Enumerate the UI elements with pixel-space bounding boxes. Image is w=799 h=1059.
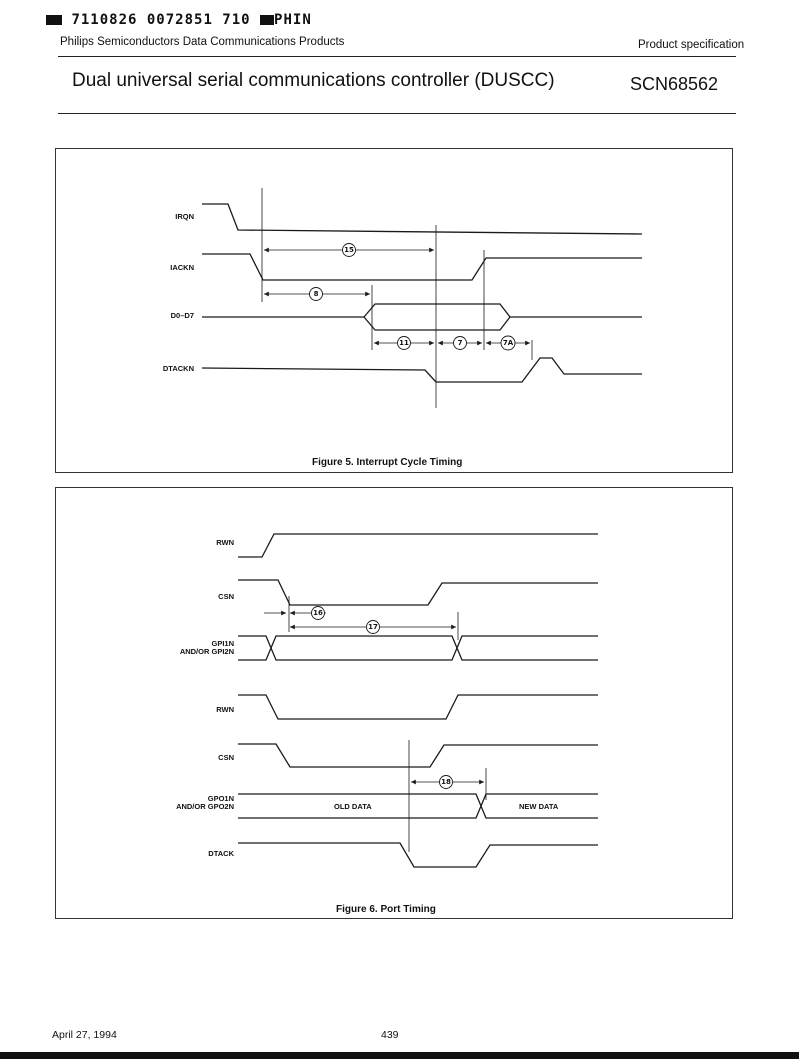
barcode-block-icon bbox=[260, 15, 275, 25]
signal-label-csn-read: CSN bbox=[218, 592, 234, 601]
waveform-gpi bbox=[238, 635, 598, 661]
figure5-caption: Figure 5. Interrupt Cycle Timing bbox=[312, 457, 463, 468]
timing-ref-11: 11 bbox=[399, 339, 409, 347]
waveform-gpi bbox=[238, 635, 598, 661]
figure5-box bbox=[55, 148, 733, 473]
timing-ref-7: 7 bbox=[457, 339, 463, 347]
waveform-d0-d7 bbox=[363, 303, 642, 318]
signal-label-dtack: DTACK bbox=[208, 849, 234, 858]
figure6-caption: Figure 6. Port Timing bbox=[336, 904, 436, 915]
timing-ref-15: 15 bbox=[344, 246, 354, 254]
title-rule bbox=[58, 113, 736, 114]
timing-ref-17: 17 bbox=[368, 623, 378, 631]
waveform-csn-write bbox=[238, 743, 598, 768]
new-data-label: NEW DATA bbox=[519, 802, 559, 811]
signal-label-gpi2n: AND/OR GPI2N bbox=[179, 647, 234, 656]
waveform-dtackn bbox=[201, 357, 642, 383]
signal-label-gpi1n: GPI1N bbox=[211, 639, 234, 648]
waveform-csn-read bbox=[238, 579, 598, 606]
signal-label-gpo1n: GPO1N bbox=[207, 794, 234, 803]
timing-ref-8: 8 bbox=[313, 290, 319, 298]
timing-ref-circle bbox=[500, 335, 516, 351]
waveform-irqn bbox=[202, 203, 643, 235]
signal-label-iackn: IACKN bbox=[170, 263, 194, 272]
signal-label-irqn: IRQN bbox=[175, 212, 194, 221]
signal-label-rwn-read: RWN bbox=[216, 538, 234, 547]
figure6-box bbox=[55, 487, 733, 919]
signal-label-csn-write: CSN bbox=[218, 753, 234, 762]
signal-label-rwn-write: RWN bbox=[216, 705, 234, 714]
waveform-rwn-write bbox=[238, 694, 598, 720]
header-rule bbox=[58, 56, 736, 57]
timing-ref-circle bbox=[439, 775, 453, 789]
waveform-d0-d7 bbox=[363, 316, 511, 331]
scan-code: 7110826 0072851 710 PHIN bbox=[46, 12, 312, 28]
waveform-dtack bbox=[238, 842, 598, 868]
timing-ref-circle bbox=[453, 336, 467, 350]
barcode-block-icon bbox=[46, 15, 62, 25]
waveform-rwn-read bbox=[238, 533, 598, 558]
signal-label-gpo2n: AND/OR GPO2N bbox=[176, 802, 234, 811]
old-data-label: OLD DATA bbox=[334, 802, 372, 811]
timing-ref-circle bbox=[309, 287, 323, 301]
company-name: Philips Semiconductors Data Communicatio… bbox=[60, 36, 345, 48]
footer-date: April 27, 1994 bbox=[52, 1029, 117, 1041]
part-number: SCN68562 bbox=[630, 74, 719, 94]
waveform-gpo bbox=[238, 793, 598, 819]
timing-ref-circle bbox=[311, 606, 325, 620]
page-number: 439 bbox=[381, 1029, 399, 1041]
timing-ref-circle bbox=[366, 620, 380, 634]
timing-ref-circle bbox=[342, 243, 356, 257]
document-title: Dual universal serial communications con… bbox=[72, 70, 555, 91]
signal-label-dtackn: DTACKN bbox=[162, 364, 194, 373]
product-status: Product specification bbox=[638, 39, 745, 51]
timing-ref-18: 18 bbox=[441, 778, 451, 786]
timing-ref-7a: 7A bbox=[502, 339, 514, 347]
scan-bottom-edge bbox=[0, 1052, 799, 1059]
timing-ref-16: 16 bbox=[313, 609, 323, 617]
timing-ref-circle bbox=[397, 336, 411, 350]
signal-label-d0-d7: D0–D7 bbox=[170, 311, 194, 320]
waveform-iackn bbox=[202, 253, 642, 281]
